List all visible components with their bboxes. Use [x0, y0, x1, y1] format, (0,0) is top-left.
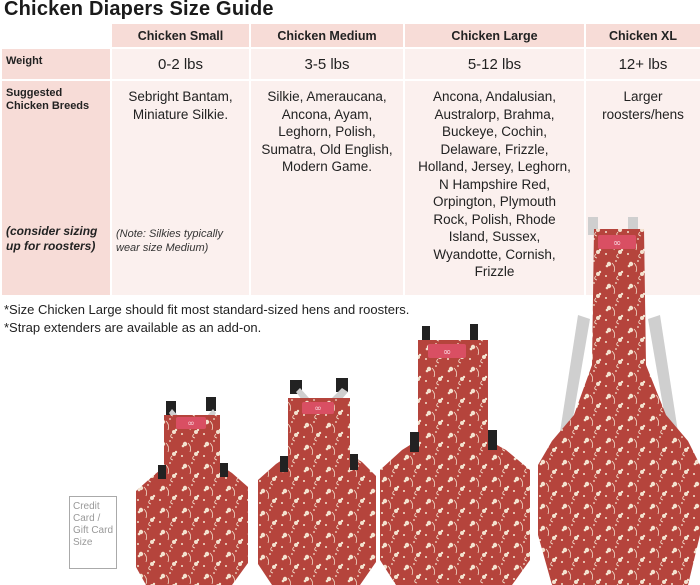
- rooster-note-line: (consider sizing: [6, 224, 98, 238]
- badge-line: Gift Card: [73, 525, 114, 536]
- svg-text:∞: ∞: [187, 419, 195, 429]
- breed-line: Australorp, Brahma,: [434, 106, 555, 122]
- badge-line: Credit: [73, 501, 100, 512]
- weight-row: Weight 0-2 lbs 3-5 lbs 5-12 lbs 12+ lbs: [0, 47, 700, 81]
- breed-line: Frizzle: [474, 264, 515, 279]
- breeds-cell-large: Ancona, Andalusian, Australorp, Brahma, …: [403, 79, 586, 297]
- breed-line: Orpington, Plymouth: [432, 194, 557, 209]
- header-label: Chicken Large: [451, 29, 538, 43]
- breeds-label-cell: Suggested Chicken Breeds (consider sizin…: [0, 79, 112, 297]
- header-blank-cell: [0, 22, 112, 49]
- weight-value: 3-5 lbs: [304, 56, 350, 73]
- breeds-list: Ancona, Andalusian, Australorp, Brahma, …: [405, 81, 584, 281]
- weight-value: 5-12 lbs: [467, 56, 522, 73]
- diaper-small-illustration: ∞: [136, 397, 248, 585]
- header-row: Chicken Small Chicken Medium Chicken Lar…: [0, 22, 700, 49]
- breeds-label-line: Suggested: [6, 87, 63, 99]
- breeds-list: Sebright Bantam, Miniature Silkie.: [112, 81, 249, 123]
- rooster-note-line: up for roosters): [6, 239, 96, 253]
- header-label: Chicken Medium: [277, 29, 377, 43]
- weight-cell: 5-12 lbs: [403, 47, 586, 81]
- size-guide-table: Chicken Small Chicken Medium Chicken Lar…: [0, 22, 700, 297]
- breed-line: Ancona, Ayam,: [281, 106, 373, 122]
- badge-line: Size: [73, 537, 93, 548]
- breed-line: Island, Sussex,: [448, 229, 541, 244]
- header-large: Chicken Large: [403, 22, 586, 49]
- header-medium: Chicken Medium: [249, 22, 405, 49]
- breed-line: roosters/hens: [602, 106, 684, 122]
- badge-line: Card /: [73, 513, 101, 524]
- page-title: Chicken Diapers Size Guide: [4, 0, 274, 20]
- diaper-xl-illustration: ∞: [538, 217, 700, 585]
- breeds-cell-medium: Silkie, Ameraucana, Ancona, Ayam, Leghor…: [249, 79, 405, 297]
- header-xl: Chicken XL: [584, 22, 700, 49]
- breed-line: Delaware, Frizzle,: [440, 141, 549, 157]
- breed-line: Holland, Jersey, Leghorn,: [418, 159, 571, 174]
- silkie-note-line: wear size Medium): [116, 242, 209, 254]
- credit-card-size-badge: Credit Card / Gift Card Size: [69, 496, 117, 569]
- breeds-label-line: Chicken Breeds: [6, 100, 90, 112]
- breeds-list: Silkie, Ameraucana, Ancona, Ayam, Leghor…: [251, 81, 403, 176]
- weight-cell: 12+ lbs: [584, 47, 700, 81]
- breed-line: Sebright Bantam,: [128, 89, 233, 104]
- rooster-note: (consider sizing up for roosters): [6, 224, 97, 254]
- breed-line: Sumatra, Old English,: [261, 141, 393, 157]
- header-label: Chicken XL: [608, 29, 678, 43]
- breed-line: Silkie, Ameraucana,: [267, 89, 387, 104]
- footnote-strap-extenders: *Strap extenders are available as an add…: [4, 320, 262, 335]
- silkie-note: (Note: Silkies typically wear size Mediu…: [116, 227, 223, 255]
- breed-line: N Hampshire Red,: [438, 176, 551, 192]
- breed-line: Ancona, Andalusian,: [432, 89, 557, 104]
- breed-line: Larger: [623, 89, 663, 104]
- diaper-medium-illustration: ∞: [258, 378, 376, 585]
- weight-value: 0-2 lbs: [157, 56, 204, 73]
- diaper-large-illustration: ∞: [380, 324, 530, 585]
- breed-line: Leghorn, Polish,: [278, 124, 376, 139]
- weight-value: 12+ lbs: [618, 56, 668, 73]
- header-label: Chicken Small: [137, 29, 224, 43]
- silkie-note-line: (Note: Silkies typically: [116, 228, 223, 240]
- breeds-row: Suggested Chicken Breeds (consider sizin…: [0, 79, 700, 297]
- svg-text:∞: ∞: [613, 238, 621, 249]
- breed-line: Miniature Silkie.: [132, 106, 229, 122]
- breeds-label: Suggested Chicken Breeds (consider sizin…: [2, 81, 110, 289]
- svg-text:∞: ∞: [443, 347, 451, 358]
- breed-line: Rock, Polish, Rhode: [433, 211, 556, 227]
- footnote-large-fit: *Size Chicken Large should fit most stan…: [4, 302, 410, 317]
- breed-line: Buckeye, Cochin,: [441, 124, 548, 139]
- header-small: Chicken Small: [110, 22, 251, 49]
- weight-cell: 3-5 lbs: [249, 47, 405, 81]
- breeds-list: Larger roosters/hens: [586, 81, 700, 123]
- weight-cell: 0-2 lbs: [110, 47, 251, 81]
- svg-text:∞: ∞: [314, 404, 322, 414]
- weight-label: Weight: [6, 55, 43, 67]
- breeds-cell-small: Sebright Bantam, Miniature Silkie. (Note…: [110, 79, 251, 297]
- weight-label-cell: Weight: [0, 47, 112, 81]
- breed-line: Wyandotte, Cornish,: [433, 246, 556, 262]
- breed-line: Modern Game.: [281, 159, 373, 174]
